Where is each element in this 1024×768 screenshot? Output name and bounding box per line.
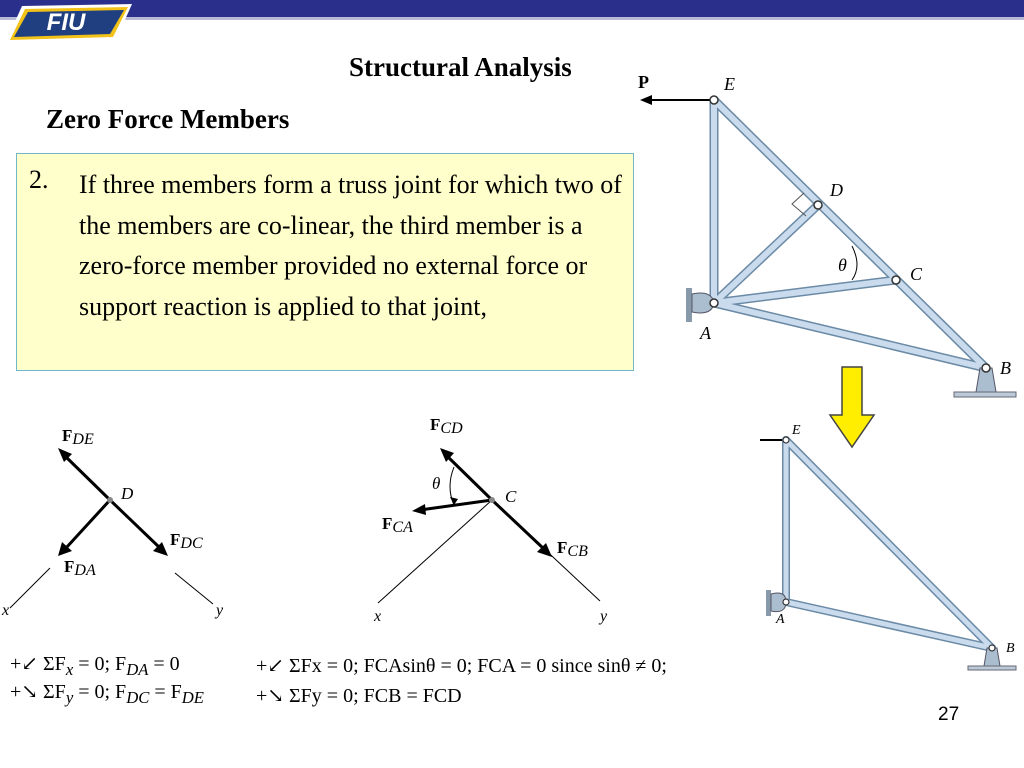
equation-d-1: +↙ ΣFx = 0; FDA = 0 [10,653,180,679]
label-d: D [829,180,843,200]
header-bar-shadow [0,17,1024,20]
equation-d-2: +↘ ΣFy = 0; FDC = FDE [10,681,204,707]
force-fca: FCA [382,514,413,536]
node-e [709,95,719,105]
node-a [709,298,719,308]
fbd-c-joint-label: C [505,487,517,506]
force-fde: FDE [62,426,94,448]
label-b: B [1000,358,1011,378]
axis-x-d: x [1,602,9,619]
force-fcd: FCD [430,415,463,437]
force-fda: FDA [64,557,96,579]
fbd-c-theta: θ [432,474,440,493]
section-title: Zero Force Members [46,104,290,134]
rule-number: 2. [29,165,49,194]
reduced-truss-figure: E A B [760,423,1017,671]
axis-y-c: y [598,608,608,625]
label-c: C [910,264,923,284]
header-bar [0,0,1024,17]
node-d [813,200,823,210]
axis-x-c: x [373,608,381,625]
force-fcb: FCB [557,538,588,560]
theta-label: θ [838,255,847,275]
equation-c-1: +↙ ΣFx = 0; FCAsinθ = 0; FCA = 0 since s… [256,655,667,677]
reduced-label-a: A [775,612,785,627]
truss-figure: P θ E D C A B [634,66,1024,402]
fbd-joint-c: θ C FCD FCA FCB x y [373,415,608,625]
reduced-label-e: E [791,423,801,438]
equation-c-2: +↘ ΣFy = 0; FCB = FCD [256,685,462,707]
force-fdc: FDC [170,530,203,552]
reduced-label-b: B [1006,641,1015,656]
rule-callout: 2. If three members form a truss joint f… [16,153,634,371]
slide-title: Structural Analysis [349,52,572,82]
load-label: P [638,72,649,92]
fbd-d-joint-label: D [120,484,134,503]
fiu-logo: FIU [6,4,132,42]
logo-text: FIU [47,9,86,36]
label-e: E [723,74,735,94]
down-arrow-icon [828,366,876,449]
node-c [891,275,901,285]
axis-y-d: y [214,602,224,619]
label-a: A [699,323,712,343]
wall-support [686,288,692,322]
node-b [981,363,991,373]
fbd-joint-d: D FDE FDA FDC x y [1,426,224,619]
page-number: 27 [938,704,960,725]
rule-text: If three members form a truss joint for … [79,170,622,321]
